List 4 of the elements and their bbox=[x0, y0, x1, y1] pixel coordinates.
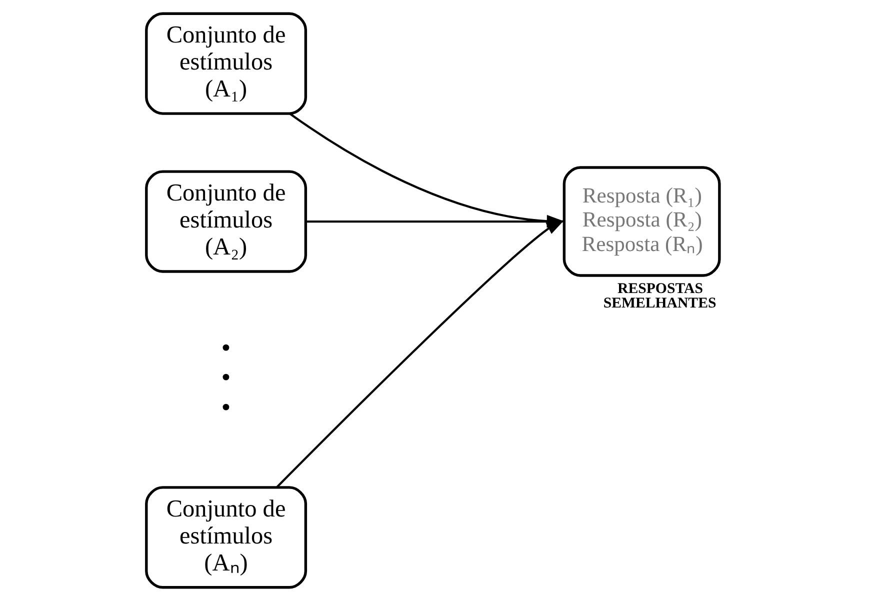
label: • bbox=[221, 362, 231, 392]
node-label: RESPOSTAS SEMELHANTES bbox=[603, 280, 716, 312]
label: • bbox=[221, 392, 231, 422]
label: • bbox=[221, 332, 231, 363]
